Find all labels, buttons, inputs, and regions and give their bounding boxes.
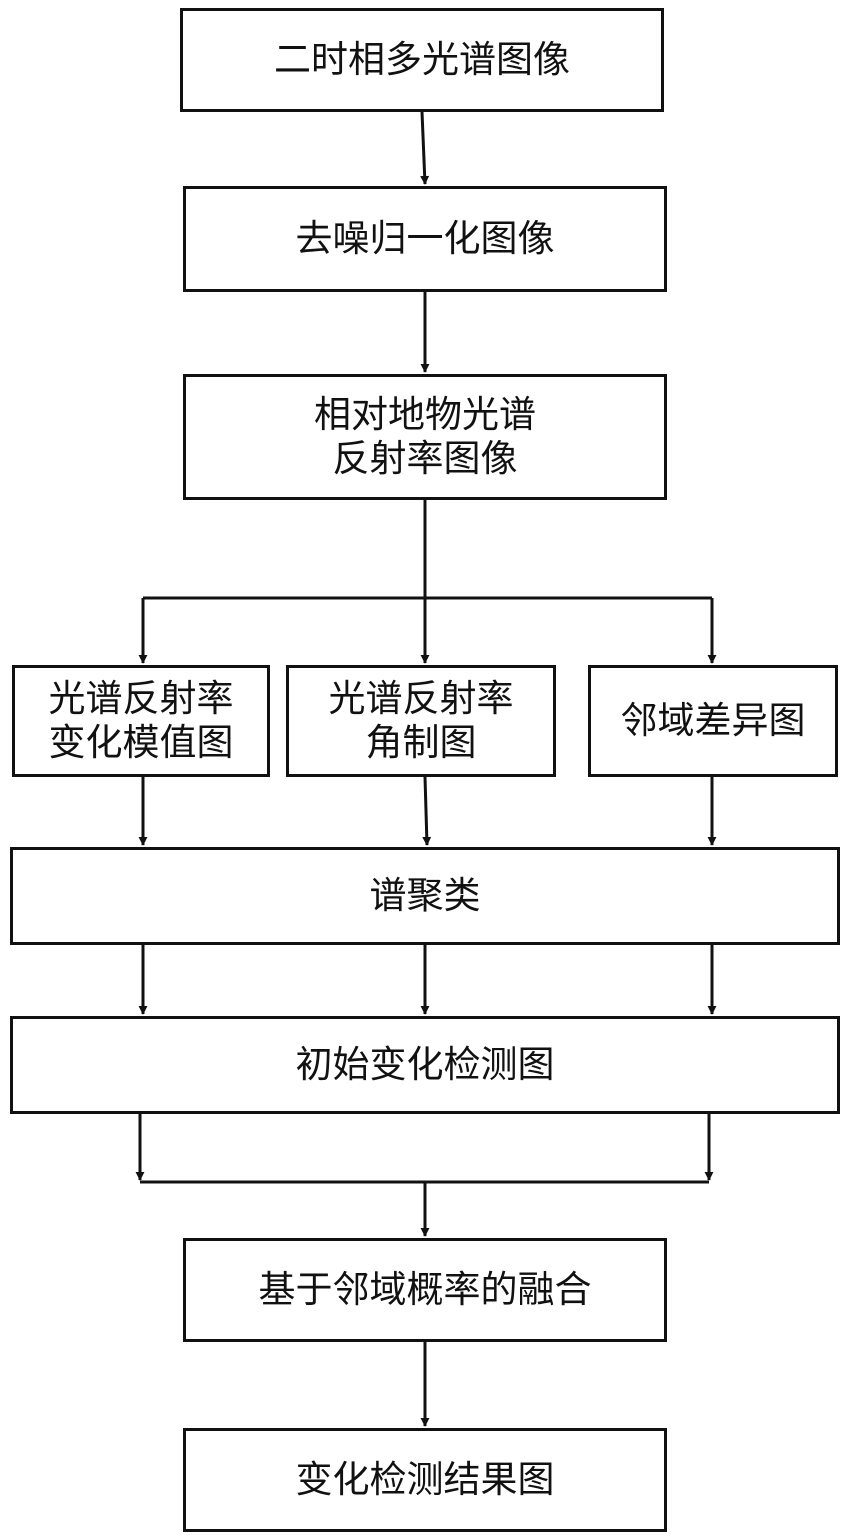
node-denoise: 去噪归一化图像: [183, 186, 667, 292]
node-input: 二时相多光谱图像: [180, 8, 664, 112]
node-denoise-line-1: 去噪归一化图像: [295, 216, 555, 260]
node-clustering: 谱聚类: [10, 847, 840, 945]
node-neighborhood: 邻域差异图: [588, 665, 838, 777]
node-initial: 初始变化检测图: [10, 1016, 840, 1114]
node-angle-line-2: 角制图: [365, 721, 477, 764]
node-magnitude: 光谱反射率 变化模值图: [12, 665, 270, 777]
node-clustering-line-1: 谱聚类: [369, 873, 481, 917]
node-input-line-1: 二时相多光谱图像: [274, 37, 570, 81]
arrow-input-to-denoise: [420, 111, 430, 185]
arrow-angle-to-clustering: [422, 776, 432, 846]
node-reflectance: 相对地物光谱 反射率图像: [183, 374, 667, 500]
node-fusion: 基于邻域概率的融合: [183, 1238, 667, 1342]
node-reflectance-line-1: 相对地物光谱: [314, 392, 536, 436]
node-fusion-line-1: 基于邻域概率的融合: [258, 1267, 592, 1311]
node-initial-line-1: 初始变化检测图: [295, 1042, 555, 1086]
node-result: 变化检测结果图: [183, 1428, 667, 1532]
node-magnitude-line-2: 变化模值图: [48, 721, 234, 764]
node-reflectance-line-2: 反射率图像: [332, 437, 518, 480]
node-neighborhood-line-1: 邻域差异图: [620, 698, 806, 742]
node-magnitude-line-1: 光谱反射率: [48, 676, 234, 720]
node-result-line-1: 变化检测结果图: [295, 1457, 555, 1501]
node-angle: 光谱反射率 角制图: [286, 665, 556, 777]
node-angle-line-1: 光谱反射率: [328, 676, 514, 720]
